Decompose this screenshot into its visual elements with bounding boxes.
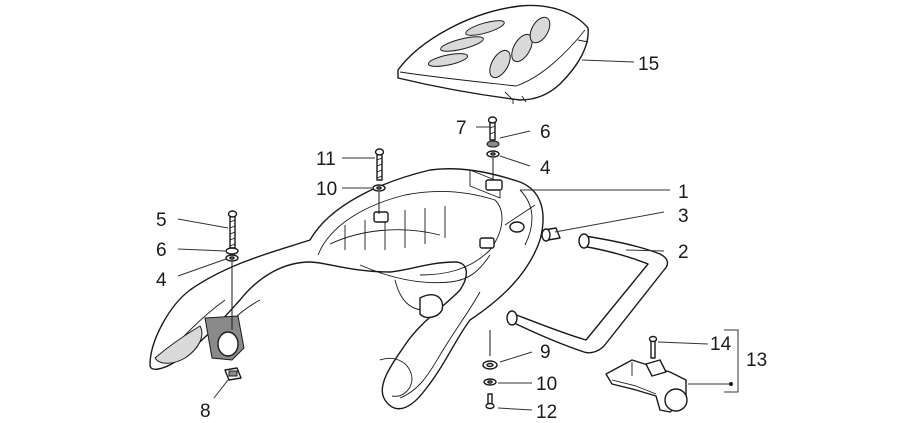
callout-3: 3 — [678, 206, 689, 227]
part-13-bracket — [605, 359, 688, 413]
part-2-grab-handle — [506, 233, 669, 354]
callout-13: 13 — [746, 350, 767, 371]
callout-1: 1 — [678, 182, 689, 203]
part-4-washer-left — [225, 254, 239, 262]
part-7-bolt — [487, 116, 498, 141]
callout-10-upper: 10 — [316, 179, 337, 200]
callout-4-left: 4 — [156, 270, 167, 291]
part-12-screw — [485, 393, 495, 410]
callout-4-upper: 4 — [540, 158, 551, 179]
callout-7: 7 — [456, 118, 467, 139]
part-4-washer-right — [486, 150, 500, 158]
callout-6-left: 6 — [156, 240, 167, 261]
part-5-bolt — [227, 210, 238, 249]
callout-11: 11 — [316, 149, 336, 170]
callout-12: 12 — [536, 402, 557, 423]
callout-8: 8 — [200, 401, 211, 422]
callout-9: 9 — [540, 342, 551, 363]
callout-15: 15 — [638, 54, 659, 75]
part-11-bolt — [374, 148, 385, 181]
callout-5: 5 — [156, 210, 167, 231]
callout-labels: 15 7 6 11 4 10 1 3 5 6 2 4 14 13 9 10 8 … — [156, 54, 767, 423]
part-3-plug — [541, 227, 561, 242]
leader-dot — [729, 382, 733, 386]
callout-10-lower: 10 — [536, 374, 557, 395]
part-15-rack-cover — [397, 4, 589, 104]
part-14-screw — [648, 335, 658, 359]
part-10-washer-upper — [372, 184, 386, 192]
part-1-carrier-frame — [149, 168, 544, 410]
part-10-washer-lower — [483, 378, 497, 386]
callout-14: 14 — [710, 334, 732, 355]
callout-6-upper: 6 — [540, 122, 551, 143]
part-8-clip-nut — [224, 367, 242, 381]
part-6-washer-left — [225, 247, 239, 255]
leader-lines — [177, 59, 739, 411]
part-6-washer-right — [486, 140, 500, 148]
part-9-washer — [482, 360, 498, 370]
callout-2: 2 — [678, 242, 689, 263]
